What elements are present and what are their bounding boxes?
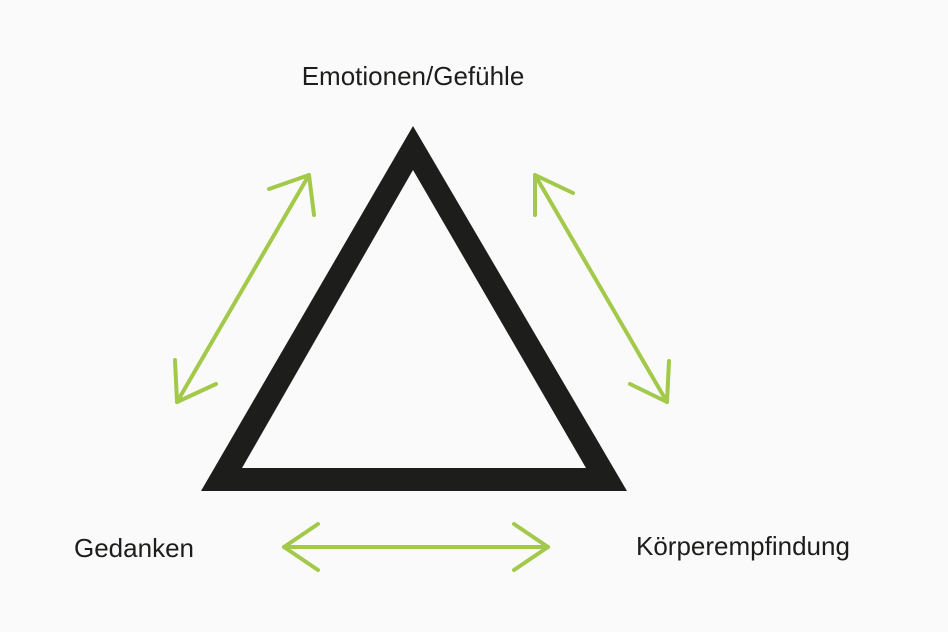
arrow-left-double xyxy=(173,173,316,404)
label-koerperempfindung: Körperempfindung xyxy=(636,531,850,561)
arrow-right-double xyxy=(533,173,671,404)
arrow-bottom-double xyxy=(282,522,550,572)
label-emotionen: Emotionen/Gefühle xyxy=(301,61,525,91)
label-gedanken: Gedanken xyxy=(74,533,194,563)
triangle-outline xyxy=(201,126,627,491)
